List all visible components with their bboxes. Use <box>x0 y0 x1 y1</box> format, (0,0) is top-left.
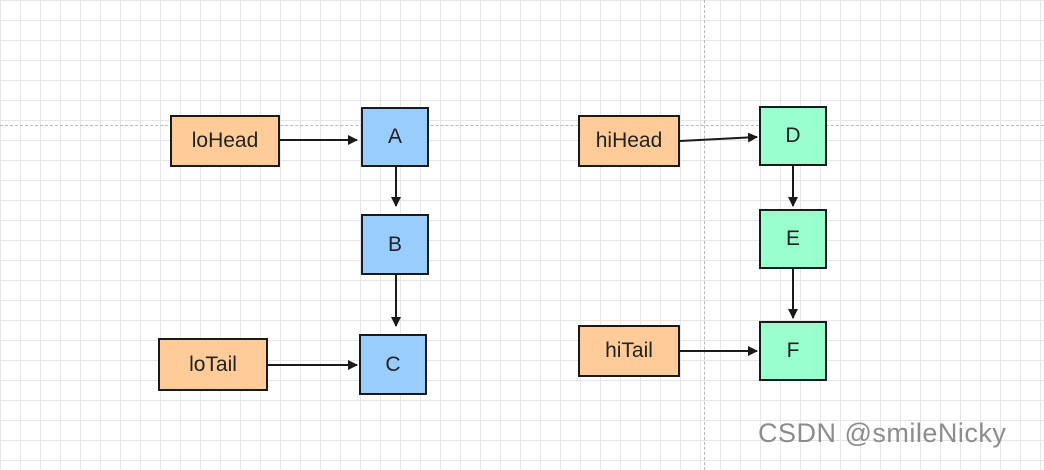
pointer-lohead-label: loHead <box>191 129 259 152</box>
pointer-hihead-label: hiHead <box>595 129 663 152</box>
node-e-label: E <box>785 227 800 250</box>
node-a-label: A <box>387 125 402 148</box>
pointer-lotail: loTail <box>158 338 268 391</box>
node-a: A <box>361 107 429 167</box>
node-f: F <box>759 321 827 381</box>
pointer-hitail: hiTail <box>578 325 680 377</box>
node-f-label: F <box>786 339 800 362</box>
node-c-label: C <box>385 352 401 376</box>
pointer-lotail-label: loTail <box>189 352 237 376</box>
pointer-hihead: hiHead <box>578 115 680 167</box>
node-b: B <box>361 214 429 275</box>
node-b-label: B <box>387 232 402 256</box>
pointer-lohead: loHead <box>170 115 280 167</box>
pointer-hitail-label: hiTail <box>605 339 653 362</box>
vertical-guide-line <box>704 0 705 470</box>
node-e: E <box>759 209 827 269</box>
node-d: D <box>759 106 827 166</box>
watermark-text: CSDN @smileNicky <box>758 418 1007 448</box>
node-d-label: D <box>785 124 801 147</box>
node-c: C <box>359 334 427 395</box>
horizontal-guide-line <box>0 125 1044 126</box>
edge-hihead-to-d <box>679 132 758 143</box>
